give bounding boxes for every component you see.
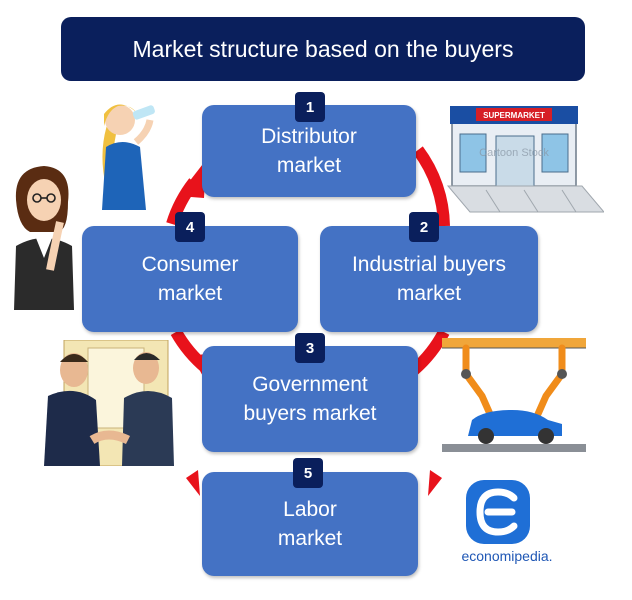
box-label-line2: market [157,282,223,305]
box-label-line1: Industrial buyers [351,253,507,276]
box-distributor-market: Distributor market [202,105,416,197]
box-label-line1: Labor [283,498,337,521]
tick-left [186,470,200,496]
box-label-line2: market [277,527,343,550]
box-label-line2: market [396,282,462,305]
badge-3: 3 [295,333,325,363]
supermarket-sign: SUPERMARKET [483,111,545,120]
tick-right [428,470,442,496]
box-label-line2: market [276,154,342,177]
diagram-title: Market structure based on the buyers [61,17,585,81]
supermarket-icon: SUPERMARKET Cartoon Stock [446,106,604,213]
badge-5: 5 [293,458,323,488]
robot-factory-icon [442,338,586,452]
thinking-woman-icon [14,166,74,310]
badge-2: 2 [409,212,439,242]
box-industrial-buyers-market: Industrial buyers market [320,226,538,332]
box-consumer-market: Consumer market [82,226,298,332]
box-label-line1: Consumer [141,253,239,276]
box-label-line2: buyers market [243,402,377,425]
box-label-line1: Distributor [261,125,357,148]
badge-1: 1 [295,92,325,122]
arrow-1-to-2 [413,146,450,227]
woman-drinking-icon [102,104,155,210]
watermark: Cartoon Stock [479,147,549,159]
economipedia-logo-icon [466,480,530,544]
economipedia-logo-text: economipedia. [461,548,553,564]
arrow-2-to-3 [409,329,450,375]
box-labor-market: Labor market [202,472,418,576]
box-label-line1: Government [252,373,368,396]
handshake-icon [44,340,174,466]
arrowhead-1 [178,160,206,198]
badge-4: 4 [175,212,205,242]
box-government-buyers-market: Government buyers market [202,346,418,452]
